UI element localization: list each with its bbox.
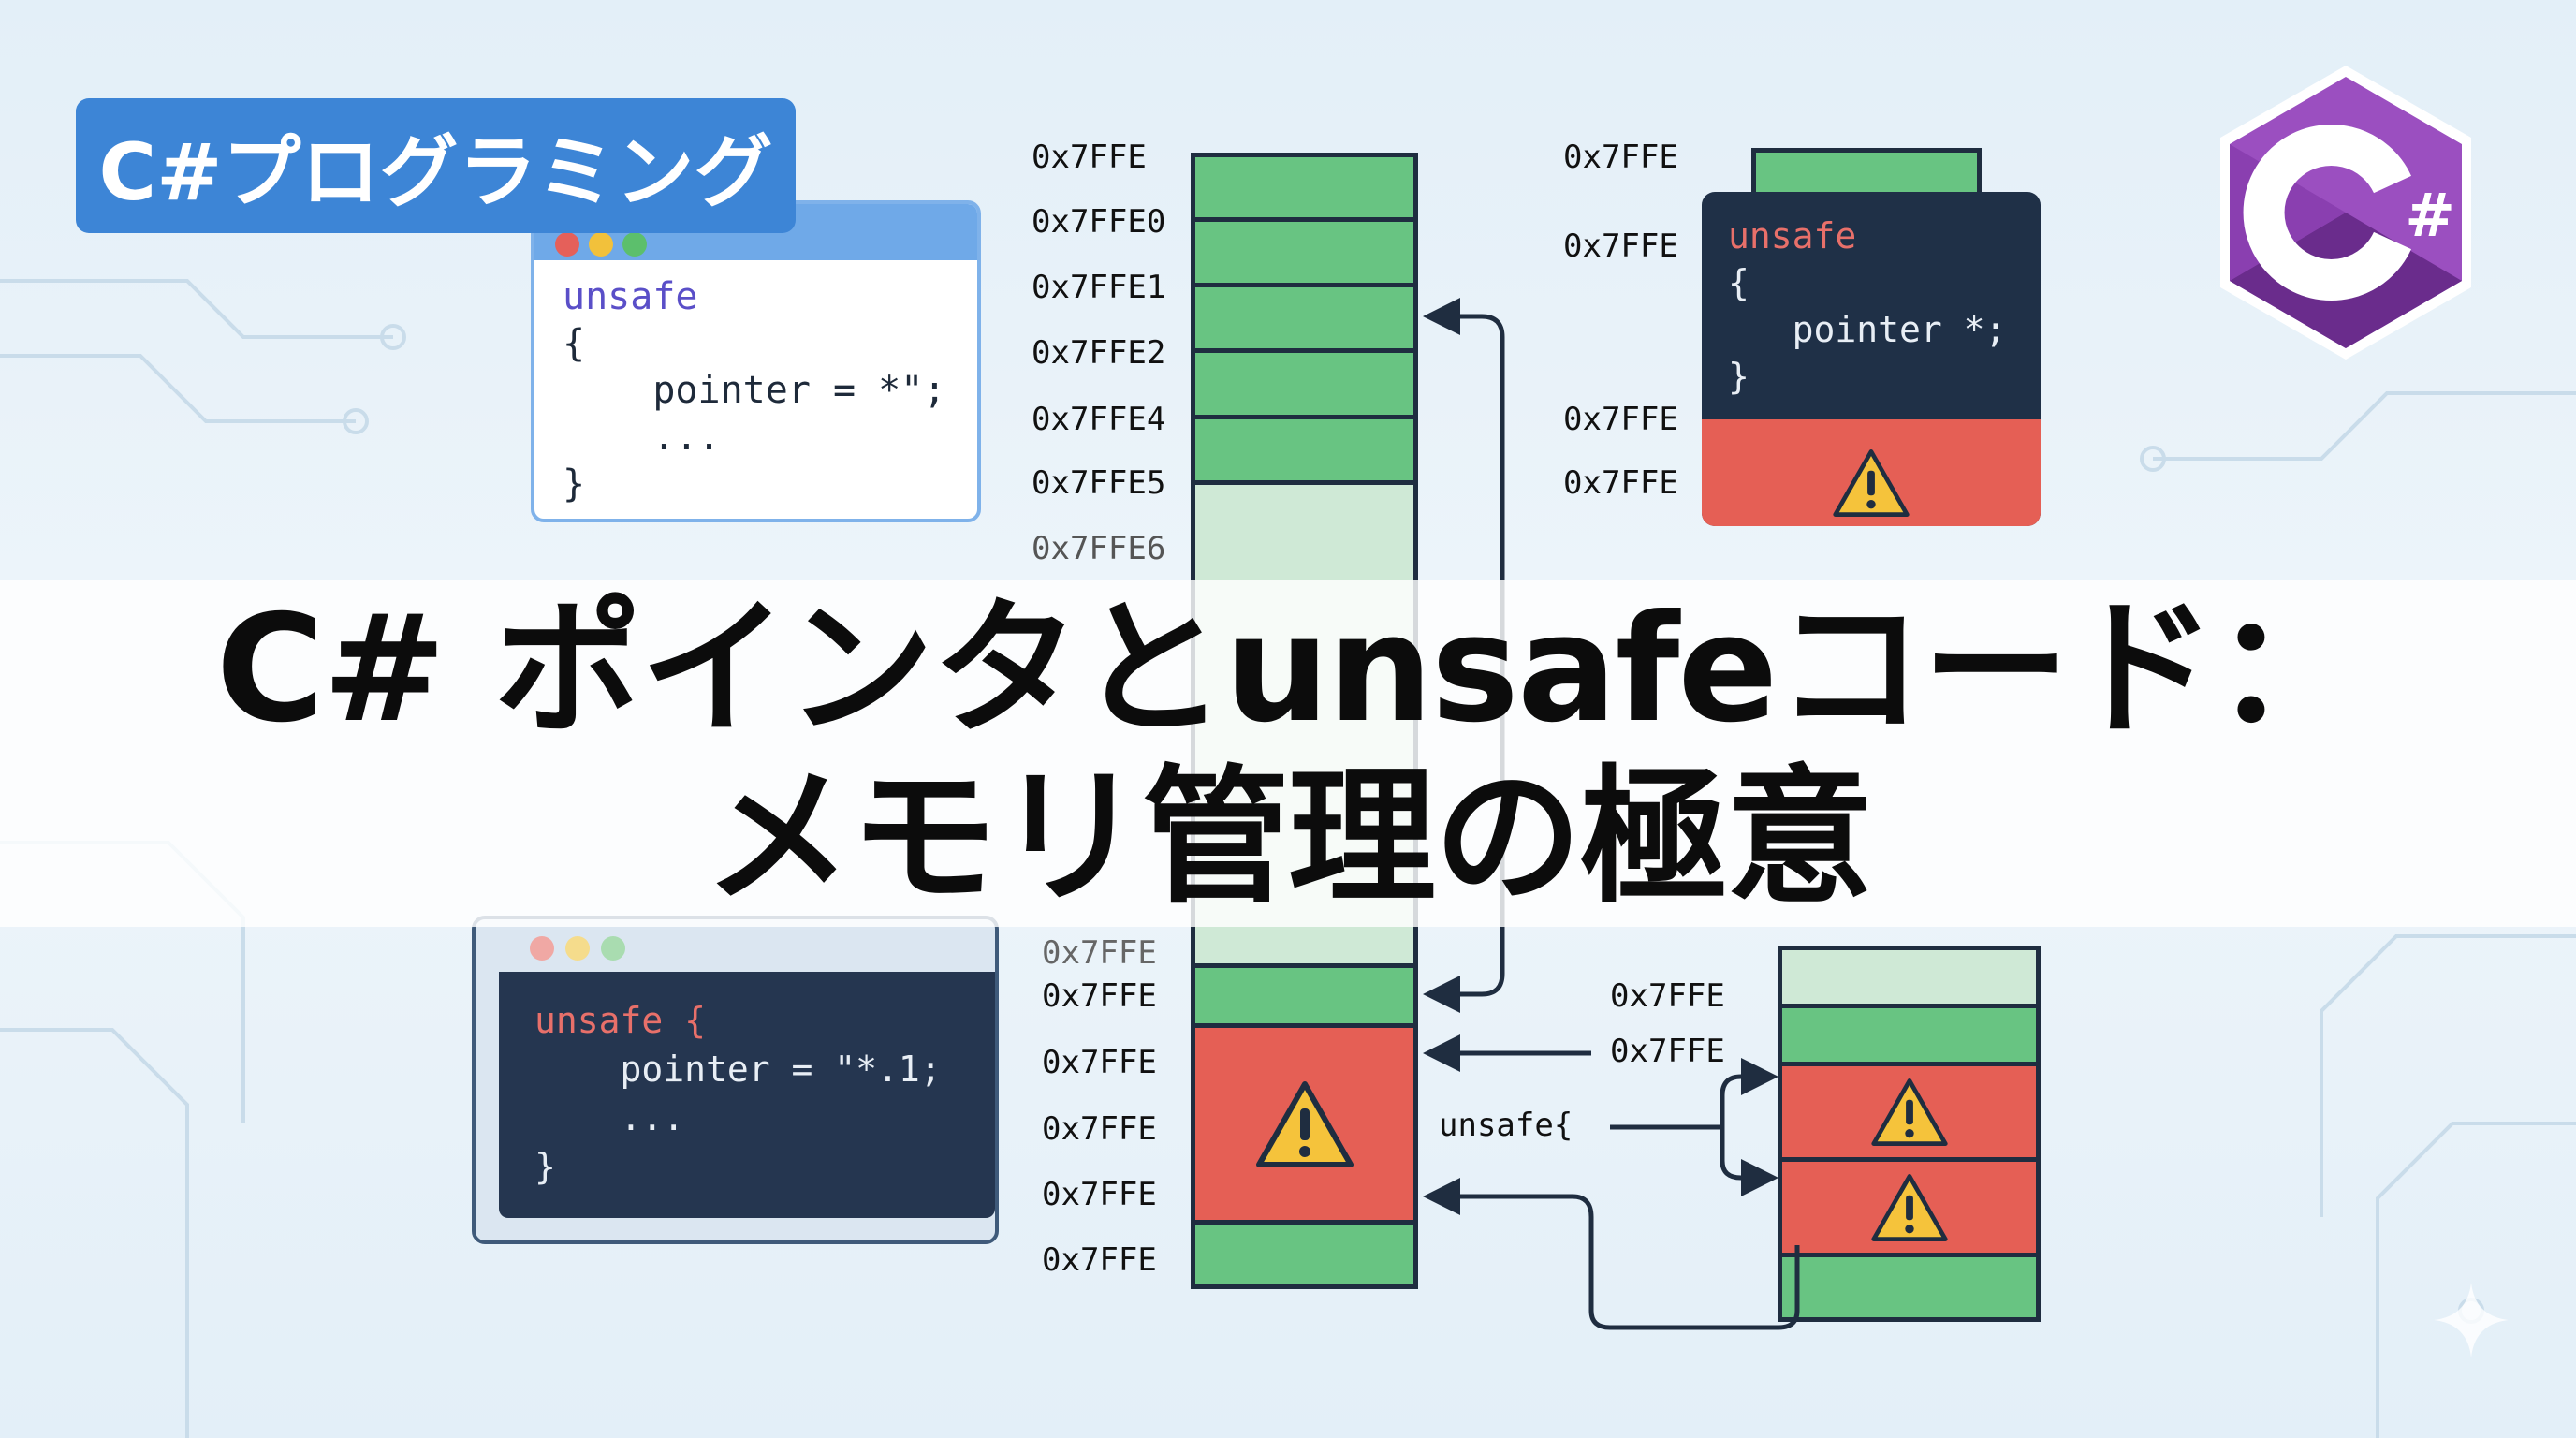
address-label: 0x7FFE (1563, 227, 1678, 265)
memory-cell-safe (1195, 419, 1413, 485)
csharp-logo-icon: # (2220, 66, 2471, 360)
logo-text: # (2405, 182, 2455, 251)
code-line: { (563, 322, 586, 365)
address-label: 0x7FFE (1042, 977, 1157, 1015)
memory-cell-safe (1782, 1257, 2036, 1317)
maximize-dot-icon (601, 936, 625, 961)
memory-cell-safe (1195, 287, 1413, 353)
address-label: 0x7FFE5 (1032, 464, 1166, 502)
warning-icon (1833, 449, 1910, 518)
memory-cell-safe (1782, 1008, 2036, 1066)
title-line-1: C# ポインタとunsafeコード： (215, 583, 2363, 756)
memory-cell-safe (1195, 157, 1413, 222)
address-label: 0x7FFE (1042, 1241, 1157, 1279)
memory-cell-safe (1195, 353, 1413, 419)
close-dot-icon (530, 936, 554, 961)
address-label: 0x7FFE2 (1032, 334, 1166, 372)
warning-icon (1870, 1173, 1948, 1241)
code-line: } (1728, 356, 1749, 397)
code-line: pointer *; (1728, 309, 2007, 350)
address-label: 0x7FFE (1032, 139, 1147, 176)
code-window-bottom-left: unsafe { pointer = "*.1; ... } (472, 916, 999, 1244)
memory-cell-safe (1195, 968, 1413, 1028)
address-label: 0x7FFE4 (1032, 401, 1166, 438)
memory-cell-unsafe (1702, 419, 2041, 526)
memory-cell-unsafe (1782, 1162, 2036, 1257)
unsafe-arrow-label: unsafe{ (1439, 1107, 1573, 1144)
address-label: 0x7FFE0 (1032, 203, 1166, 241)
title-line-2: メモリ管理の極意 (704, 752, 1874, 924)
title-band: C# ポインタとunsafeコード： メモリ管理の極意 (0, 580, 2576, 927)
arrow-icon (1610, 1058, 1778, 1130)
category-badge: C#プログラミング (76, 98, 796, 233)
code-block: unsafe { pointer *; } (1702, 192, 2041, 420)
memory-cell-unsafe (1782, 1066, 2036, 1162)
code-line: pointer = "*.1; (534, 1049, 942, 1090)
address-label: 0x7FFE (1563, 139, 1678, 176)
sparkle-icon (2434, 1283, 2509, 1357)
code-line: ... (534, 1097, 685, 1138)
memory-stack-right (1778, 946, 2041, 1322)
address-label: 0x7FFE6 (1032, 530, 1166, 567)
minimize-dot-icon (565, 936, 590, 961)
warning-icon (1255, 1080, 1354, 1167)
address-label: 0x7FFE (1610, 977, 1725, 1015)
memory-cell-unsafe (1195, 1028, 1413, 1225)
code-window-unsafe: unsafe { pointer *; } (1702, 192, 2041, 526)
close-dot-icon (555, 232, 579, 257)
memory-cell-safe (1195, 1225, 1413, 1284)
code-line: unsafe (563, 275, 698, 318)
code-line: { (1728, 262, 1749, 303)
code-line: unsafe (1728, 215, 1857, 257)
warning-icon (1870, 1078, 1948, 1146)
address-label: 0x7FFE1 (1032, 269, 1166, 306)
code-line: pointer = *"; (563, 369, 946, 412)
address-label: 0x7FFE (1563, 401, 1678, 438)
memory-cell-safe (1195, 222, 1413, 287)
code-window-top-left: unsafe { pointer = *"; ... } (531, 200, 981, 522)
arrow-icon (1423, 298, 1505, 974)
code-line: } (563, 462, 586, 506)
address-label: 0x7FFE (1042, 1176, 1157, 1213)
address-label: 0x7FFE (1563, 464, 1678, 502)
maximize-dot-icon (622, 232, 647, 257)
arrow-icon (1720, 1127, 1778, 1196)
code-line: ... (563, 416, 721, 459)
memory-stack-main (1191, 153, 1418, 1289)
memory-cell-safe (1782, 950, 2036, 1008)
code-line: } (534, 1146, 556, 1187)
arrow-icon (1423, 955, 1505, 1013)
code-line: unsafe { (534, 1000, 707, 1041)
address-label: 0x7FFE (1042, 1110, 1157, 1148)
address-label: 0x7FFE (1042, 1044, 1157, 1081)
address-label: 0x7FFE (1610, 1033, 1725, 1070)
minimize-dot-icon (589, 232, 613, 257)
code-block: unsafe { pointer = "*.1; ... } (499, 972, 995, 1215)
arrow-icon (1423, 1178, 1800, 1330)
code-block: unsafe { pointer = *"; ... } (534, 260, 977, 519)
address-label: 0x7FFE (1042, 934, 1157, 972)
